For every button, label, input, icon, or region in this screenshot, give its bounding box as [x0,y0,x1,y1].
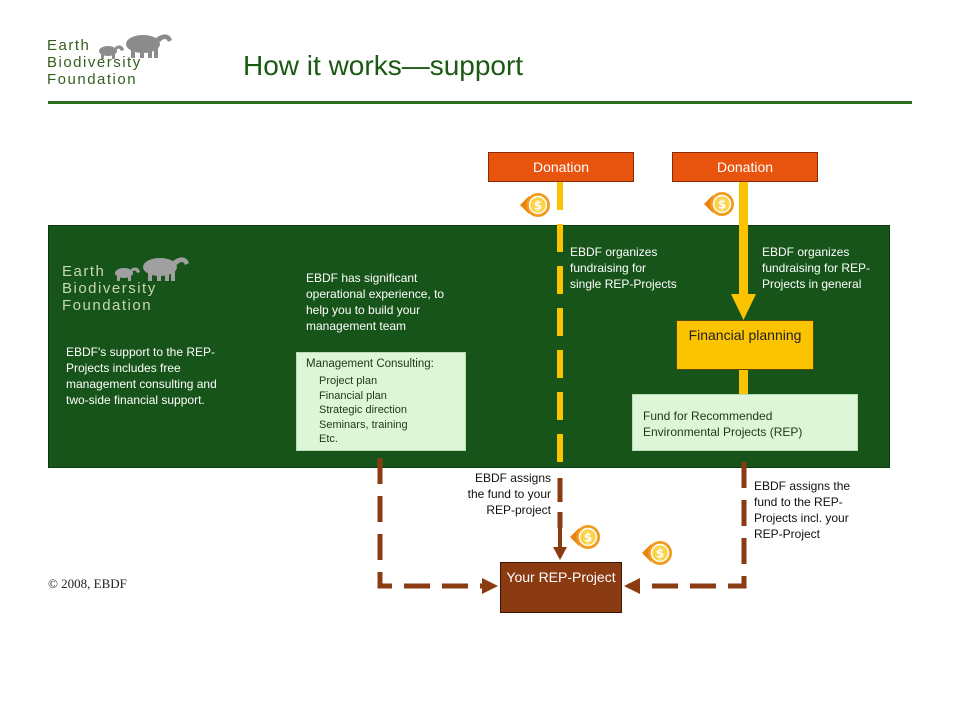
logo-line: Biodiversity [62,280,157,297]
management-item: Strategic direction [319,404,408,416]
logo-text-panel: Earth Biodiversity Foundation [62,263,157,314]
management-item: Etc. [319,433,338,445]
logo-line: Biodiversity [47,54,142,71]
management-item: Seminars, training [319,418,408,431]
rep-fund-box: Fund for Recommended Environmental Proje… [632,394,858,451]
dollar-coin-icon [519,192,551,218]
management-item: Financial plan [319,389,387,402]
title-divider [48,101,912,104]
donation-box-left: Donation [488,152,634,182]
elephant-logo-icon [99,34,172,59]
experience-description: EBDF has significant operational experie… [306,271,445,333]
consulting-to-rep-dashed [377,458,492,589]
assign-fund-single-text: EBDF assigns the fund to your REP-projec… [467,471,551,517]
rep-project-box: Your REP-Project [500,562,622,613]
management-consulting-box: Management Consulting: Project plan Fina… [296,352,466,451]
financial-planning-label: Financial planning [688,327,802,343]
rep-fund-label: Fund for Recommended Environmental Proje… [643,409,803,439]
support-description: EBDF's support to the REP-Projects inclu… [66,345,217,407]
logo-line: Earth [62,263,106,280]
financial-planning-box: Financial planning [676,320,814,370]
fund-to-rep-dashed [628,462,747,589]
management-item: Project plan [319,375,378,387]
fundraising-general-text: EBDF organizes fundraising for REP-Proje… [762,245,871,291]
fundraising-single-text: EBDF organizes fundraising for single RE… [570,245,677,291]
assign-fund-general-text: EBDF assigns the fund to the REP-Project… [754,479,851,541]
logo-text-top: Earth Biodiversity Foundation [47,37,142,88]
copyright-notice: © 2008, EBDF [48,576,127,591]
rep-project-label: Your REP-Project [506,569,616,585]
donation-flow-arrow [739,182,748,296]
dollar-coin-icon [703,191,735,217]
elephant-logo-icon [115,257,189,281]
logo-line: Earth [47,37,91,54]
logo-line: Foundation [62,297,153,314]
logo-line: Foundation [47,71,138,88]
management-consulting-title: Management Consulting: [306,358,434,370]
dollar-coin-icon [569,524,601,550]
donation-box-right: Donation [672,152,818,182]
page-title: How it works—support [243,50,524,81]
dollar-coin-icon [641,540,673,566]
